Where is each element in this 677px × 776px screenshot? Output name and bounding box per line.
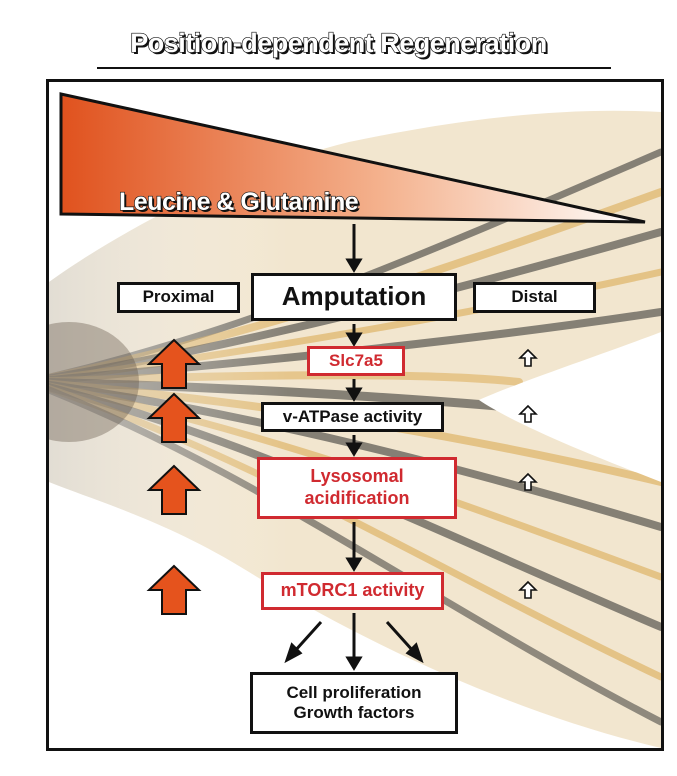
title-underline: [97, 67, 611, 69]
lysosomal-acidification-box: Lysosomal acidification: [257, 457, 457, 519]
up-arrow-icon: [518, 472, 538, 491]
slc7a5-box: Slc7a5: [307, 346, 405, 376]
diagram-frame: Leucine & Glutamine Proximal Amputation …: [46, 79, 664, 751]
up-arrow-icon: [146, 464, 202, 515]
distal-label: Distal: [473, 282, 596, 313]
page-title: Position-dependent Regeneration: [130, 27, 548, 58]
down-arrow-icon: [345, 387, 363, 402]
mtorc1-box: mTORC1 activity: [261, 572, 444, 610]
up-arrow-icon: [518, 348, 538, 367]
distal-arrows: [518, 348, 538, 599]
outcome-line1: Cell proliferation: [286, 682, 422, 702]
outcome-box: Cell proliferation Growth factors: [250, 672, 458, 734]
up-arrow-icon: [518, 580, 538, 599]
up-arrow-icon: [518, 404, 538, 423]
outcome-line2: Growth factors: [293, 703, 415, 722]
flow-arrows: [284, 224, 424, 671]
down-arrow-icon: [345, 442, 363, 457]
down-arrow-icon: [345, 557, 363, 572]
down-arrow-icon: [345, 258, 363, 273]
up-arrow-icon: [146, 338, 202, 389]
down-left-arrow-icon: [284, 642, 303, 664]
up-arrow-icon: [146, 564, 202, 615]
gradient-label: Leucine & Glutamine: [118, 187, 359, 216]
vatpase-box: v-ATPase activity: [261, 402, 444, 432]
leucine-glutamine-gradient: [59, 92, 646, 224]
proximal-label: Proximal: [117, 282, 240, 313]
down-right-arrow-icon: [405, 642, 424, 664]
amputation-box: Amputation: [251, 273, 457, 321]
down-arrow-icon: [345, 656, 363, 671]
up-arrow-icon: [146, 392, 202, 443]
lysosomal-line1: Lysosomal: [310, 466, 404, 487]
down-arrow-icon: [345, 332, 363, 347]
lysosomal-line2: acidification: [304, 488, 410, 508]
proximal-arrows: [146, 338, 202, 615]
